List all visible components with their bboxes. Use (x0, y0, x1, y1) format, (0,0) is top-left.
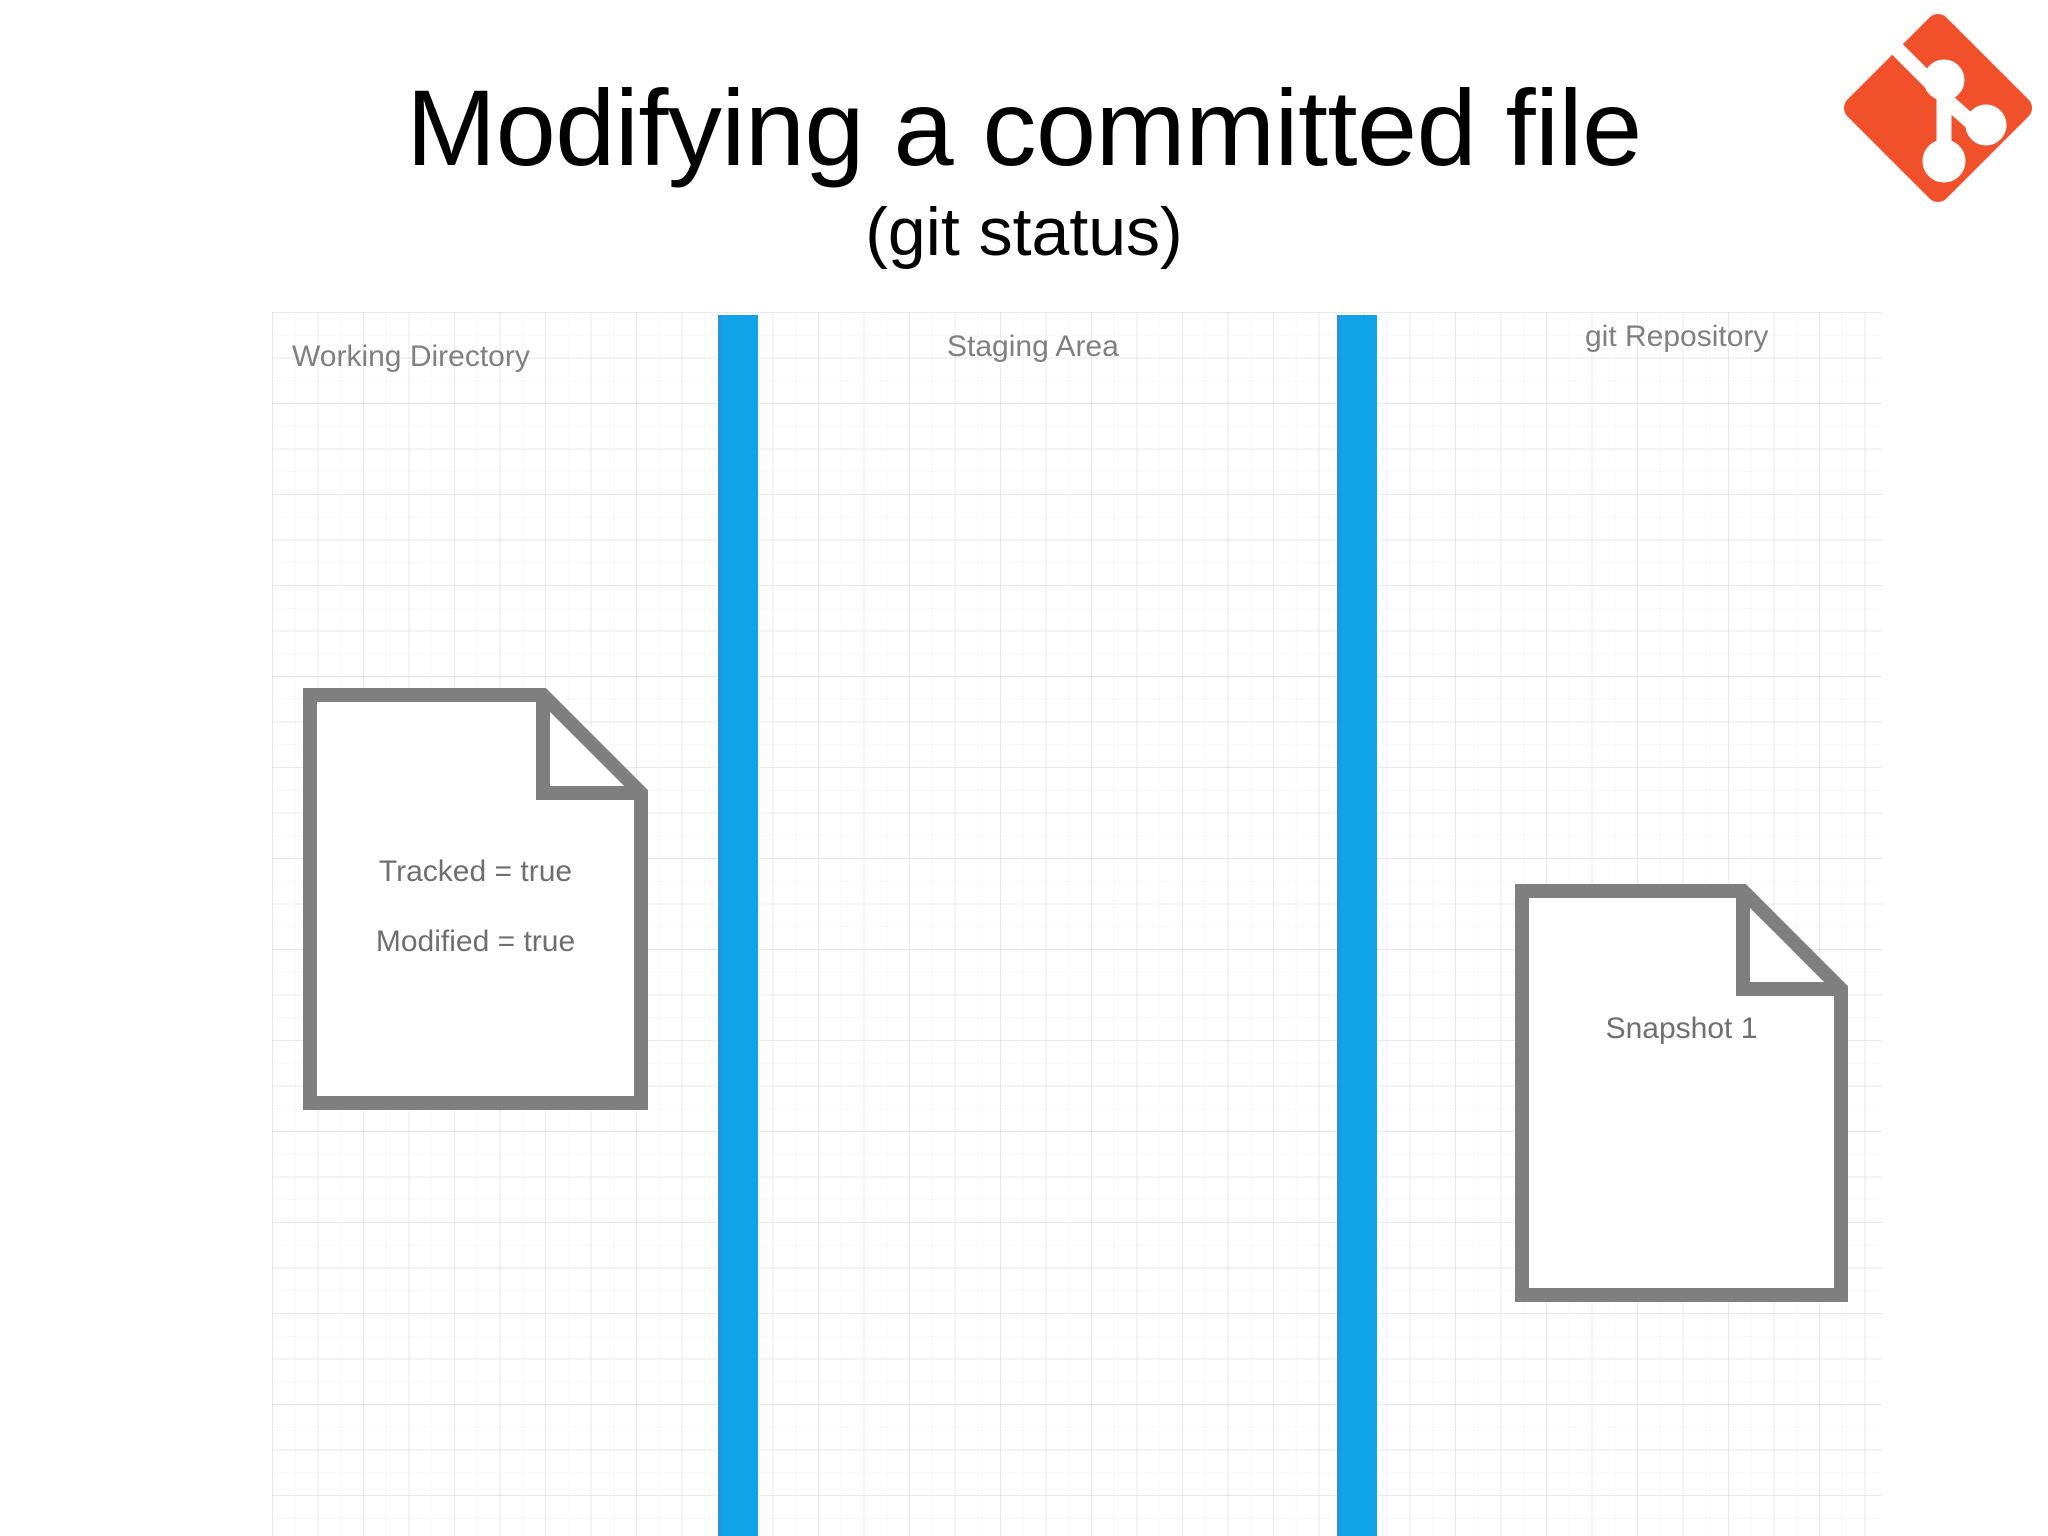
zone-label-working-directory: Working Directory (292, 340, 530, 373)
page-subtitle: (git status) (865, 193, 1183, 270)
git-logo-branch-mark (1879, 31, 2007, 183)
git-logo (1836, 6, 2040, 210)
document-text-line-1: Snapshot 1 (1605, 1012, 1758, 1045)
zone-label-git-repository: git Repository (1585, 320, 1769, 353)
divider-bar-working-staging (718, 315, 758, 1536)
document-outline (303, 688, 648, 1110)
zone-label-staging-area: Staging Area (947, 330, 1119, 363)
document-outline (1515, 884, 1848, 1302)
document-repository-snapshot: Snapshot 1 (1515, 884, 1848, 1302)
document-fold-corner (536, 695, 641, 800)
divider-bar-staging-repository (1337, 315, 1377, 1536)
document-text-line-2: Modified = true (375, 925, 576, 958)
page-title: Modifying a committed file (406, 67, 1642, 188)
document-working-file: Tracked = true Modified = true (303, 688, 648, 1110)
document-fold-corner (1736, 891, 1841, 996)
document-text-line-1: Tracked = true (378, 855, 573, 888)
title-block: Modifying a committed file (git status) (0, 67, 2048, 270)
